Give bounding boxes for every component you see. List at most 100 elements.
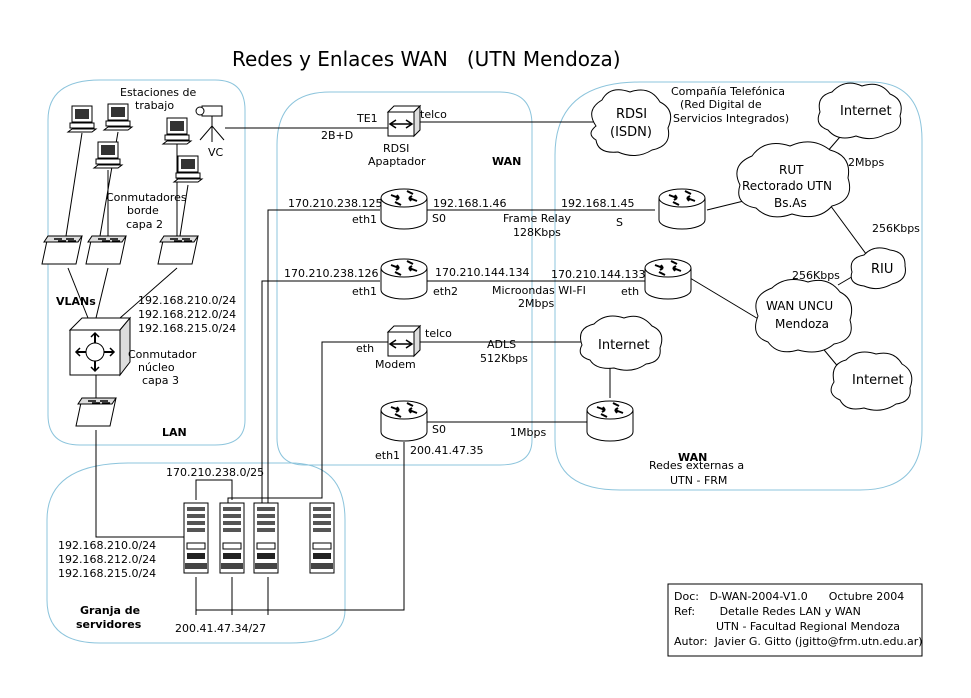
doc-info-box (667, 583, 923, 657)
vc-label: VC (208, 146, 224, 159)
router-2-icon (380, 258, 428, 300)
rut-cloud-label: Bs.As (774, 196, 807, 210)
internet-cloud-bottom (830, 351, 913, 411)
doc-line: UTN - Facultad Regional Mendoza (674, 620, 900, 633)
uncu-router-ip: 170.210.144.133 (551, 268, 645, 281)
rut-cloud-label: RUT (779, 163, 804, 177)
workstation-icon (67, 105, 97, 133)
doc-line: Autor: Javier G. Gitto (jgitto@frm.utn.e… (674, 635, 923, 648)
wan-external-sub: Redes externas a (649, 459, 744, 472)
modem-telco: telco (425, 327, 452, 340)
wan-center-label: WAN (492, 155, 521, 168)
link3-speed: 512Kbps (480, 352, 528, 365)
link3-label: ADLS (487, 338, 516, 351)
workstation-icon (173, 155, 203, 183)
lan-region (47, 79, 246, 446)
link1-speed: 128Kbps (513, 226, 561, 239)
uncu-cloud-label: WAN UNCU (766, 299, 833, 313)
rdsi-cloud-label: RDSI (616, 107, 647, 122)
router-1-icon (380, 188, 428, 230)
farm-net: 192.168.215.0/24 (58, 567, 156, 580)
bd-label: 2B+D (321, 129, 353, 142)
internet-cloud-top (817, 82, 902, 140)
vlan-net: 192.168.212.0/24 (138, 308, 236, 321)
farm-net-bottom: 200.41.47.34/27 (175, 622, 266, 635)
telco-company-label: Servicios Integrados) (673, 112, 789, 125)
rdsi-cloud-label: (ISDN) (610, 125, 652, 140)
link4-speed: 1Mbps (510, 426, 546, 439)
router-3-icon (380, 400, 428, 442)
r3-eth1: eth1 (375, 449, 400, 462)
modem-label: Modem (375, 358, 416, 371)
uncu-router-if: eth (621, 285, 639, 298)
rut-cloud (736, 141, 851, 218)
workstation-icon (93, 141, 123, 169)
switch-icon (157, 235, 199, 265)
farm-net: 192.168.212.0/24 (58, 553, 156, 566)
rdsi-adapter-icon (387, 105, 421, 137)
router-uncu-icon (644, 258, 692, 300)
speed-256-a: 256Kbps (872, 222, 920, 235)
rut-cloud-label: Rectorado UTN (742, 179, 832, 193)
server-farm-region (46, 462, 346, 644)
connection-lines (65, 121, 873, 615)
border-switches-label: borde (127, 204, 159, 217)
speed-256-b: 256Kbps (792, 269, 840, 282)
core-switch-icon (68, 316, 132, 377)
internet-label: Internet (852, 373, 904, 388)
workstation-icon (162, 117, 192, 145)
r2-right-if: eth2 (433, 285, 458, 298)
server-icon (183, 502, 209, 574)
core-switch-label: Conmutador (128, 348, 197, 361)
router-internet-icon (586, 400, 634, 442)
stations-label: Estaciones de (120, 86, 197, 99)
switch-icon (41, 235, 83, 265)
rdsi-adapter-label: Apaptador (368, 155, 426, 168)
r2-right-ip: 170.210.144.134 (435, 266, 529, 279)
telco-label: telco (420, 108, 447, 121)
r3-ip: 200.41.47.35 (410, 444, 483, 457)
lan-region-label: LAN (162, 426, 187, 439)
r2-left-if: eth1 (352, 285, 377, 298)
riu-cloud (850, 247, 906, 290)
r2-left-ip: 170.210.238.126 (284, 267, 378, 280)
r3-s0: S0 (432, 423, 446, 436)
link2-label: Microondas WI-FI (492, 284, 586, 297)
wan-center-region (276, 91, 533, 466)
internet-label: Internet (840, 104, 892, 119)
r1-left-ip: 170.210.238.125 (288, 197, 382, 210)
rut-router-if: S (616, 216, 623, 229)
farm-net-top: 170.210.238.0/25 (166, 466, 264, 479)
uncu-cloud (755, 279, 853, 353)
border-switches-label: Conmutadores (106, 191, 187, 204)
workstation-icon (103, 103, 133, 131)
server-icon (219, 502, 245, 574)
server-icon (309, 502, 335, 574)
te1-label: TE1 (356, 112, 378, 125)
modem-eth: eth (356, 342, 374, 355)
internet-label: Internet (598, 338, 650, 353)
wan-external-sub: UTN - FRM (670, 474, 727, 487)
vlans-label: VLANs (56, 295, 96, 308)
telco-company-label: Compañía Telefónica (671, 85, 785, 98)
router-rut-icon (658, 188, 706, 230)
diagram-title: Redes y Enlaces WAN (UTN Mendoza) (232, 47, 621, 71)
r1-right-if: S0 (432, 212, 446, 225)
rdsi-adapter-label: RDSI (383, 142, 409, 155)
rdsi-cloud (590, 89, 672, 156)
server-farm-label: servidores (76, 618, 142, 631)
stations-label: trabajo (135, 99, 174, 112)
wan-external-region (554, 81, 923, 491)
switch-icon (85, 235, 127, 265)
riu-label: RIU (871, 262, 893, 277)
r1-left-if: eth1 (352, 213, 377, 226)
link2-speed: 2Mbps (518, 297, 554, 310)
internet-cloud-mid (579, 315, 663, 371)
speed-2mbps: 2Mbps (848, 156, 884, 169)
server-farm-label: Granja de (80, 604, 140, 617)
r1-right-ip: 192.168.1.46 (433, 197, 506, 210)
vlan-net: 192.168.210.0/24 (138, 294, 236, 307)
server-icon (253, 502, 279, 574)
